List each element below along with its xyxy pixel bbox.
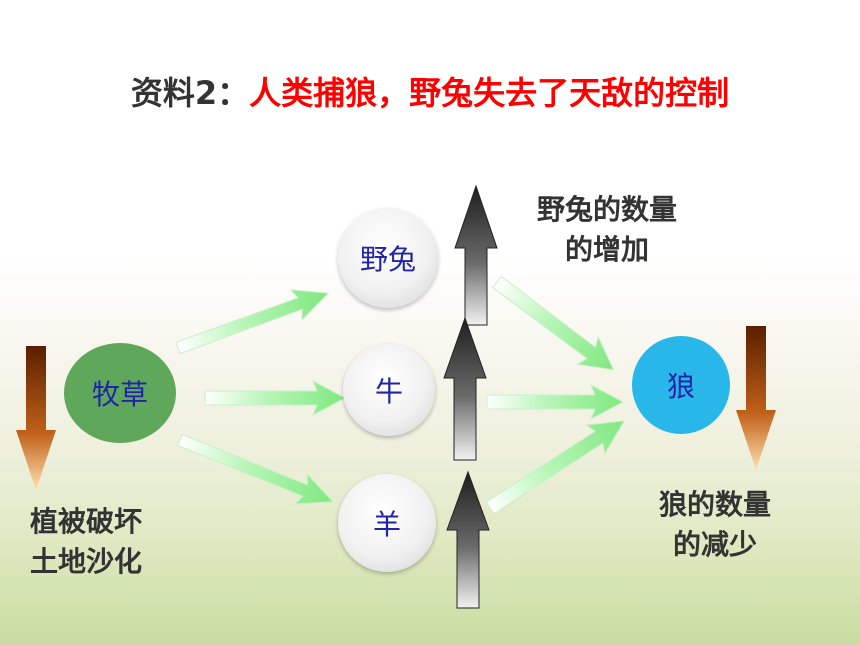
arrow-grass-to-cow (204, 379, 347, 417)
node-cow: 牛 (343, 344, 435, 436)
down-arrow-grass (16, 346, 56, 490)
up-arrow-rabbit (454, 184, 498, 326)
node-rabbit: 野兔 (338, 208, 438, 308)
node-grass-label: 牧草 (91, 378, 148, 411)
node-wolf-label: 狼 (666, 370, 695, 403)
label-vegetation-damage-line1: 植被破坏 (30, 505, 143, 538)
slide-title: 资料2：人类捕狼，野兔失去了天敌的控制 (0, 68, 860, 114)
label-vegetation-damage-line2: 土地沙化 (30, 545, 143, 578)
node-rabbit-label: 野兔 (359, 243, 416, 276)
label-wolf-decrease-line2: 的减少 (672, 528, 757, 561)
up-arrow-sheep (446, 470, 490, 609)
arrow-rabbit-to-wolf (492, 275, 615, 371)
label-rabbit-increase-line2: 的增加 (564, 233, 649, 266)
arrow-grass-to-rabbit (175, 289, 330, 355)
title-prefix: 资料2： (130, 74, 250, 112)
node-sheep-label: 羊 (372, 508, 401, 541)
label-wolf-decrease: 狼的数量 的减少 (640, 485, 790, 565)
node-cow-label: 牛 (374, 375, 403, 408)
arrow-cow-to-wolf (486, 383, 625, 421)
arrow-sheep-to-wolf (485, 420, 626, 515)
label-vegetation-damage: 植被破坏 土地沙化 (30, 502, 180, 582)
node-wolf: 狼 (632, 336, 730, 434)
label-rabbit-increase-line1: 野兔的数量 (536, 193, 677, 226)
down-arrow-wolf (736, 326, 776, 470)
arrow-grass-to-sheep (177, 433, 335, 505)
up-arrow-cow (443, 316, 487, 461)
label-wolf-decrease-line1: 狼的数量 (658, 488, 771, 521)
node-grass: 牧草 (64, 343, 176, 443)
node-sheep: 羊 (338, 474, 436, 572)
title-main: 人类捕狼，野兔失去了天敌的控制 (249, 74, 730, 112)
label-rabbit-increase: 野兔的数量 的增加 (522, 190, 692, 270)
